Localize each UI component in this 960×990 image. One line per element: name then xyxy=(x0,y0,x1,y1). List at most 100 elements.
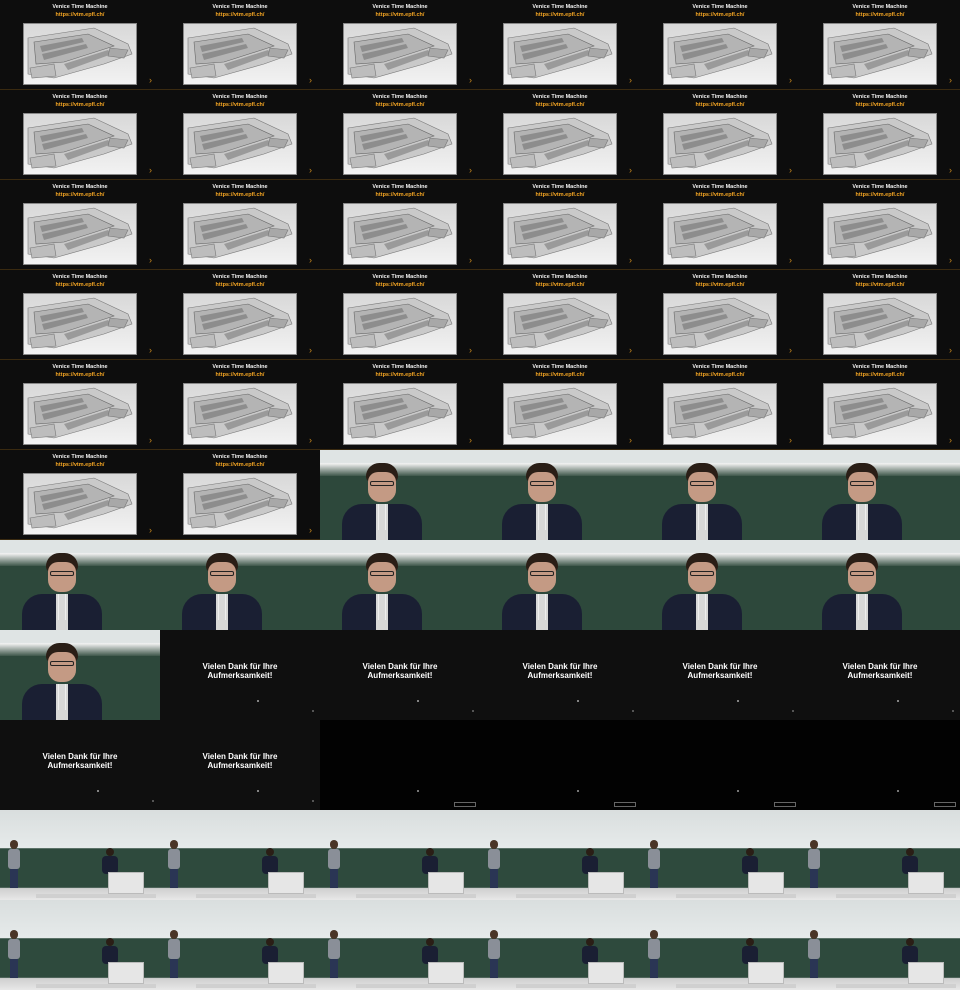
speaker-seated xyxy=(102,938,118,970)
slide-title: Venice Time Machine xyxy=(852,274,908,280)
city-model-image xyxy=(27,477,133,529)
thanks-line-1: Vielen Dank für Ihre xyxy=(682,662,758,671)
presenter-part xyxy=(328,849,340,869)
chevron-right-icon: › xyxy=(629,165,632,175)
city-model-image xyxy=(667,117,773,169)
slide-title: Venice Time Machine xyxy=(52,94,108,100)
slide-url: https://vtm.epfl.ch/ xyxy=(215,12,265,18)
presenter-part xyxy=(490,930,498,939)
chevron-right-icon: › xyxy=(469,345,472,355)
slide-title: Venice Time Machine xyxy=(52,4,108,10)
chevron-right-icon: › xyxy=(629,255,632,265)
slide-title: Venice Time Machine xyxy=(532,364,588,370)
speaker-part xyxy=(742,856,758,874)
slide-url: https://vtm.epfl.ch/ xyxy=(55,372,105,378)
slide-dot xyxy=(577,700,579,702)
slide-image xyxy=(823,113,937,175)
city-model-image xyxy=(187,297,293,349)
speaker-closeup-frame xyxy=(640,450,800,540)
thanks-line-2: Aufmerksamkeit! xyxy=(687,671,753,680)
speaker-face xyxy=(368,562,396,592)
slide-url: https://vtm.epfl.ch/ xyxy=(215,192,265,198)
slide-url: https://vtm.epfl.ch/ xyxy=(695,192,745,198)
slide-url: https://vtm.epfl.ch/ xyxy=(375,372,425,378)
laptop xyxy=(908,962,944,984)
speaker-part xyxy=(586,938,594,946)
room-wide-frame xyxy=(640,900,800,990)
chevron-right-icon: › xyxy=(469,255,472,265)
city-model-image xyxy=(347,27,453,79)
laptop xyxy=(588,962,624,984)
slide-image xyxy=(663,113,777,175)
speaker-closeup-frame xyxy=(320,540,480,630)
slide-image xyxy=(503,23,617,85)
slide-image xyxy=(663,203,777,265)
laptop xyxy=(108,872,144,894)
chevron-right-icon: › xyxy=(789,255,792,265)
presenter-part xyxy=(8,849,20,869)
speaker-face xyxy=(48,562,76,592)
slide-image xyxy=(343,293,457,355)
desk xyxy=(196,984,316,988)
slide-dot xyxy=(257,790,259,792)
city-model-image xyxy=(507,117,613,169)
laptop xyxy=(748,962,784,984)
speaker-part xyxy=(746,938,754,946)
slide-image xyxy=(503,383,617,445)
slide-image xyxy=(183,293,297,355)
speaker-seated xyxy=(262,848,278,880)
slide-corner-mark xyxy=(312,710,314,712)
city-model-image xyxy=(667,297,773,349)
slide-url: https://vtm.epfl.ch/ xyxy=(695,12,745,18)
presenter-part xyxy=(650,840,658,849)
chevron-right-icon: › xyxy=(789,435,792,445)
speaker-part xyxy=(106,938,114,946)
thanks-line-2: Aufmerksamkeit! xyxy=(47,761,113,770)
presenter-standing xyxy=(8,840,20,888)
city-model-image xyxy=(667,387,773,439)
speaker-lanyard xyxy=(858,504,866,530)
thanks-line-2: Aufmerksamkeit! xyxy=(207,761,273,770)
city-model-image xyxy=(827,297,933,349)
slide-dot xyxy=(897,790,899,792)
thanks-line-2: Aufmerksamkeit! xyxy=(527,671,593,680)
city-model-image xyxy=(27,207,133,259)
chevron-right-icon: › xyxy=(949,75,952,85)
presenter-part xyxy=(168,939,180,959)
speaker-glasses xyxy=(370,481,394,486)
black-frame xyxy=(800,720,960,810)
speaker-closeup-frame xyxy=(320,450,480,540)
city-model-image xyxy=(347,207,453,259)
speaker-lanyard xyxy=(538,594,546,620)
speaker-lanyard xyxy=(58,594,66,620)
slide-dot xyxy=(417,790,419,792)
speaker-face xyxy=(368,472,396,502)
speaker-closeup-frame xyxy=(480,540,640,630)
slide-image xyxy=(663,23,777,85)
speaker-part xyxy=(102,946,118,964)
slide-title: Venice Time Machine xyxy=(852,184,908,190)
laptop xyxy=(108,962,144,984)
presenter-part xyxy=(170,930,178,939)
speaker-seated xyxy=(582,938,598,970)
speaker-part xyxy=(102,856,118,874)
presenter-standing xyxy=(328,930,340,978)
presenter-standing xyxy=(808,930,820,978)
slide-dot xyxy=(737,790,739,792)
speaker-lanyard xyxy=(538,504,546,530)
desk xyxy=(516,894,636,898)
chevron-right-icon: › xyxy=(309,255,312,265)
slide-url: https://vtm.epfl.ch/ xyxy=(55,12,105,18)
presenter-part xyxy=(808,939,820,959)
chevron-right-icon: › xyxy=(629,345,632,355)
corner-tag xyxy=(614,802,636,807)
slide-corner-mark xyxy=(312,800,314,802)
